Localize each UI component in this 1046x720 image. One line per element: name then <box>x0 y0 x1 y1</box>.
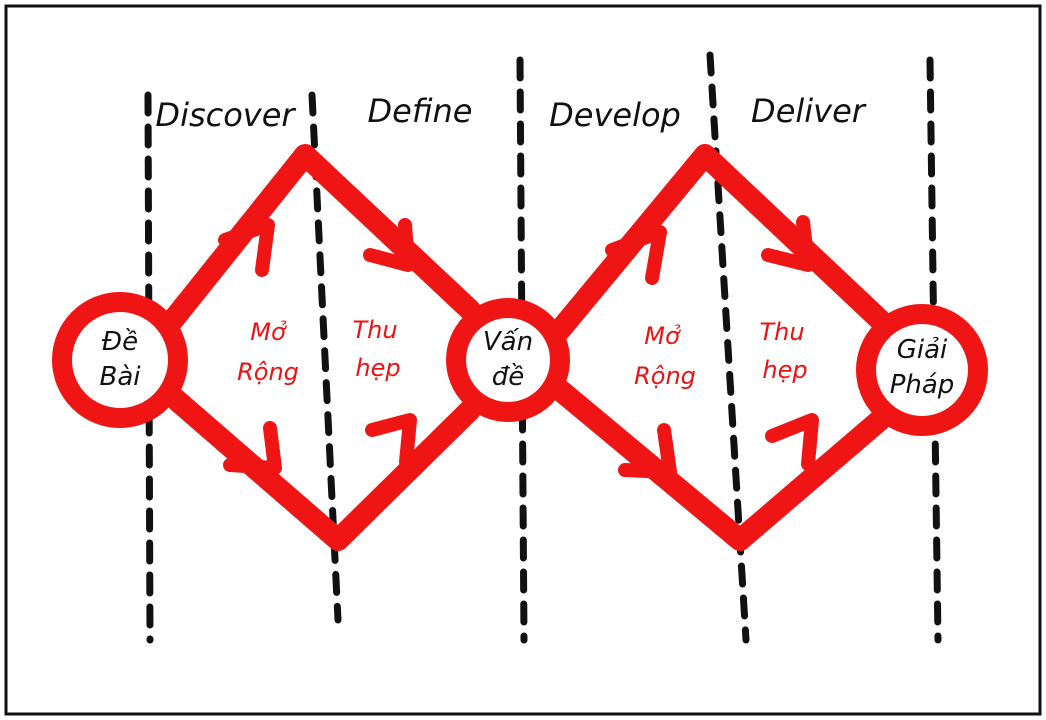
expand-1-line-1: Mở <box>250 318 287 346</box>
middle-node-line-1: Vấn <box>483 327 533 357</box>
end-node-line-2: Pháp <box>890 370 955 400</box>
narrow-2-line-2: hẹp <box>762 356 807 384</box>
arrow-head <box>605 225 667 285</box>
expand-2-line-1: Mở <box>644 322 681 350</box>
diamond-1-bottom-path <box>154 379 481 551</box>
start-node-line-1: Đề <box>102 327 138 357</box>
divider-2 <box>308 91 342 624</box>
frame-border <box>4 4 1042 716</box>
arrow-head <box>365 413 417 469</box>
narrow-1-line-2: hẹp <box>355 354 400 382</box>
arrow-head <box>218 218 275 277</box>
expand-1-line-2: Rộng <box>237 358 299 386</box>
start-node-circle <box>52 292 188 428</box>
diamond-2-top-path <box>549 144 891 341</box>
divider-4 <box>706 51 750 644</box>
arrow-head <box>618 423 677 479</box>
middle-node-circle <box>446 298 570 422</box>
arrow-head <box>765 413 819 471</box>
diamond-2 <box>549 144 891 551</box>
end-node-line-1: Giải <box>897 335 948 365</box>
end-node-circle <box>856 304 988 436</box>
arrow-head <box>761 215 815 272</box>
arrow-head <box>223 421 282 475</box>
narrow-2-line-1: Thu <box>759 318 804 346</box>
start-node-line-2: Bài <box>100 362 142 392</box>
phase-deliver: Deliver <box>751 92 867 130</box>
diamond-1-top-path <box>154 144 481 341</box>
phase-develop: Develop <box>549 96 681 134</box>
diamond-2-bottom-path <box>549 379 891 551</box>
diamond-1 <box>154 144 481 551</box>
arrow-head <box>363 218 415 272</box>
middle-node-line-2: đề <box>492 362 525 392</box>
phase-discover: Discover <box>155 96 296 134</box>
expand-2-line-2: Rộng <box>634 362 696 390</box>
phase-define: Define <box>368 92 473 130</box>
narrow-1-line-1: Thu <box>352 316 397 344</box>
